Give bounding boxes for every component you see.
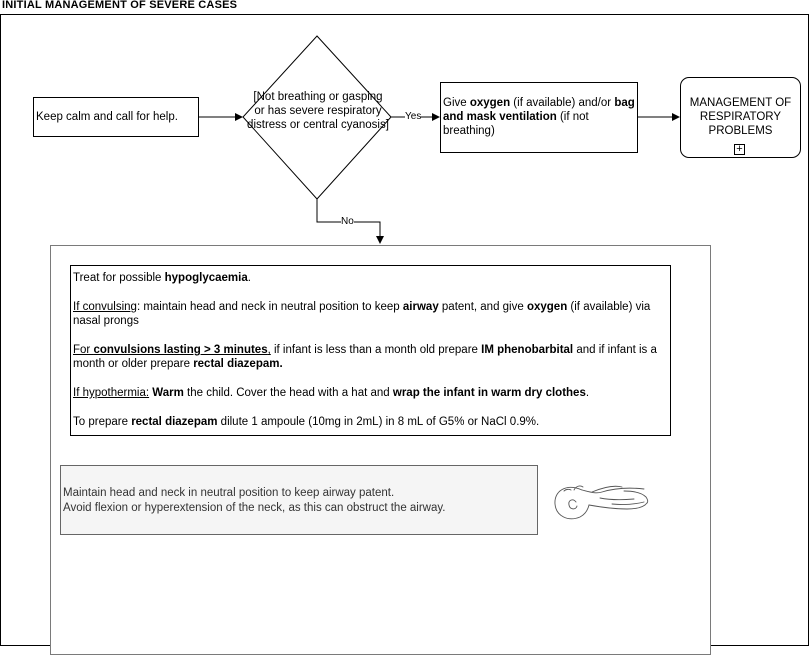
page-title: INITIAL MANAGEMENT OF SEVERE CASES (2, 0, 238, 11)
decision-label: [Not breathing or gasping or has severe … (247, 91, 389, 131)
action-text-2: (if available) and/or (510, 97, 615, 109)
treatment-diazepam-prep: To prepare rectal diazepam dilute 1 ampo… (73, 415, 667, 429)
text-segment: To prepare (73, 416, 132, 428)
text-segment: if infant is less than a month old prepa… (270, 344, 482, 356)
text-bold: rectal diazepam. (193, 358, 283, 370)
text-bold: airway (402, 301, 439, 313)
text-bold: convulsions lasting > 3 minutes (93, 344, 268, 356)
action-text-1: Give (443, 97, 470, 109)
management-label: MANAGEMENT OF RESPIRATORY PROBLEMS (689, 97, 792, 137)
treatment-convulsing: If convulsing: maintain head and neck in… (73, 300, 667, 328)
text-segment: dilute 1 ampoule (10mg in 2mL) in 8 mL o… (217, 416, 540, 428)
text-bold: hypoglycaemia (164, 272, 248, 284)
treatment-hypoglycaemia: Treat for possible hypoglycaemia. (73, 271, 667, 285)
text-bold: rectal diazepam (131, 416, 218, 428)
treatment-convulsions-duration: For convulsions lasting > 3 minutes, if … (73, 343, 667, 371)
treatment-hypothermia: If hypothermia: Warm the child. Cover th… (73, 386, 667, 400)
expand-plus-icon[interactable]: + (734, 144, 745, 155)
text-segment: . (585, 387, 590, 399)
action-text-3: (if not breathing) (443, 111, 589, 137)
text-segment: , (267, 344, 271, 356)
text-segment: Treat for possible (73, 272, 165, 284)
text-underline: If hypothermia: (73, 387, 150, 399)
text-bold: wrap the infant in warm dry clothes (392, 387, 586, 399)
text-segment: and if infant is a month or older prepar… (73, 344, 657, 370)
text-underline: If convulsing (73, 301, 137, 313)
text-segment: . (247, 272, 251, 284)
action-node: Give oxygen (if available) and/or bag an… (440, 82, 638, 153)
infant-neutral-position-icon (554, 485, 649, 520)
action-bag-mask: bag and mask ventilation (443, 97, 635, 123)
note-line-2: Avoid flexion or hyperextension of the n… (63, 502, 446, 514)
text-segment: patent, and give (438, 301, 527, 313)
text-bold: IM phenobarbital (481, 344, 574, 356)
yes-label: Yes (405, 111, 422, 123)
start-label: Keep calm and call for help. (36, 111, 178, 123)
text-segment: (if available) via nasal prongs (73, 301, 651, 327)
text-segment: : maintain head and neck in neutral posi… (136, 301, 403, 313)
text-underline: For convulsions lasting > 3 minutes, (73, 344, 271, 356)
text-segment: the child. Cover the head with a hat and (183, 387, 393, 399)
airway-note: Maintain head and neck in neutral positi… (60, 465, 538, 535)
text-bold: Warm (152, 387, 184, 399)
treatment-box: Treat for possible hypoglycaemia. If con… (70, 265, 671, 436)
text-segment: For (73, 344, 94, 356)
no-label: No (341, 216, 354, 228)
start-node: Keep calm and call for help. (33, 97, 199, 137)
note-line-1: Maintain head and neck in neutral positi… (63, 487, 395, 499)
action-oxygen: oxygen (469, 97, 511, 109)
text-bold: oxygen (526, 301, 568, 313)
